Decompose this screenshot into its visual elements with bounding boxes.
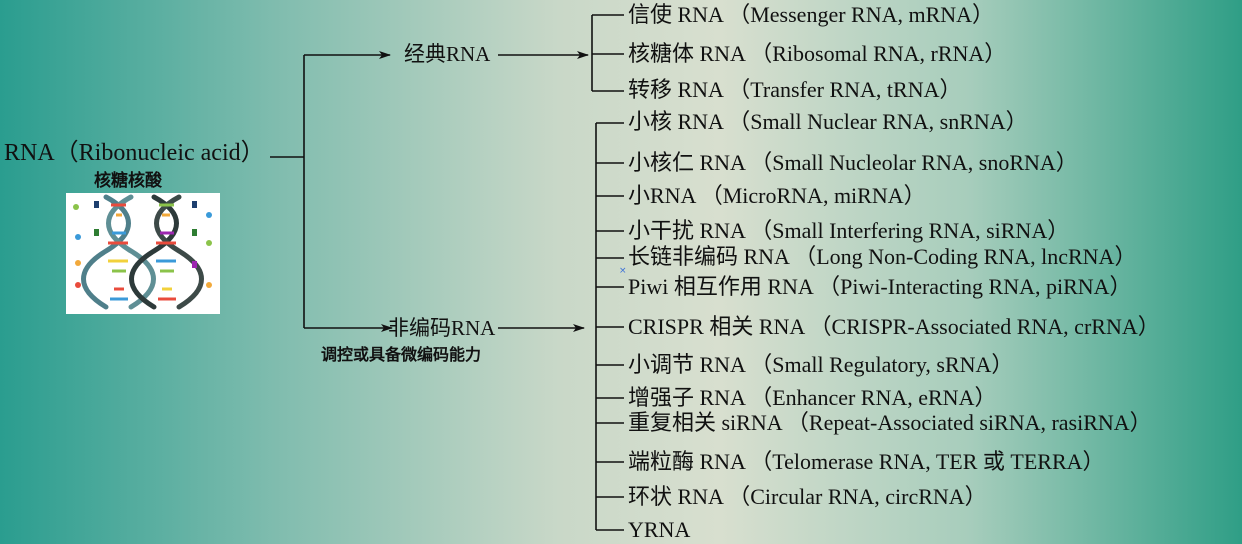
noncoding-item-sirna: 小干扰 RNA （Small Interfering RNA, siRNA）	[628, 218, 1070, 243]
noncoding-item-circrna: 环状 RNA （Circular RNA, circRNA）	[628, 484, 987, 509]
noncoding-item-ter: 端粒酶 RNA （Telomerase RNA, TER 或 TERRA）	[628, 449, 1105, 474]
noncoding-item-crrna: CRISPR 相关 RNA （CRISPR-Associated RNA, cr…	[628, 314, 1160, 339]
category-noncoding-note: 调控或具备微编码能力	[321, 345, 482, 364]
noncoding-item-erna: 增强子 RNA （Enhancer RNA, eRNA）	[628, 385, 997, 410]
dna-icon	[66, 193, 220, 314]
noncoding-item-rasirna: 重复相关 siRNA （Repeat-Associated siRNA, ras…	[628, 410, 1152, 435]
root-label: RNA（Ribonucleic acid）	[4, 140, 265, 166]
classic-item-trna: 转移 RNA （Transfer RNA, tRNA）	[628, 77, 962, 102]
classic-item-rrna: 核糖体 RNA （Ribosomal RNA, rRNA）	[628, 41, 1007, 66]
noncoding-item-yrna: YRNA	[628, 517, 691, 542]
noncoding-item-snrna: 小核 RNA （Small Nuclear RNA, snRNA）	[628, 109, 1028, 134]
category-classic-rna: 经典RNA	[404, 42, 491, 66]
classic-item-mrna: 信使 RNA （Messenger RNA, mRNA）	[628, 2, 995, 27]
noncoding-item-snorna: 小核仁 RNA （Small Nucleolar RNA, snoRNA）	[628, 150, 1078, 175]
noncoding-item-pirna: Piwi 相互作用 RNA （Piwi-Interacting RNA, piR…	[628, 274, 1132, 299]
root-sublabel: 核糖核酸	[94, 171, 162, 191]
category-noncoding-rna: 非编码RNA	[388, 316, 496, 340]
noncoding-item-mirna: 小RNA （MicroRNA, miRNA）	[628, 183, 926, 208]
noncoding-item-lncrna: 长链非编码 RNA （Long Non-Coding RNA, lncRNA）	[628, 244, 1137, 269]
x-marker-icon: ×	[619, 266, 627, 276]
noncoding-item-srna: 小调节 RNA （Small Regulatory, sRNA）	[628, 352, 1014, 377]
